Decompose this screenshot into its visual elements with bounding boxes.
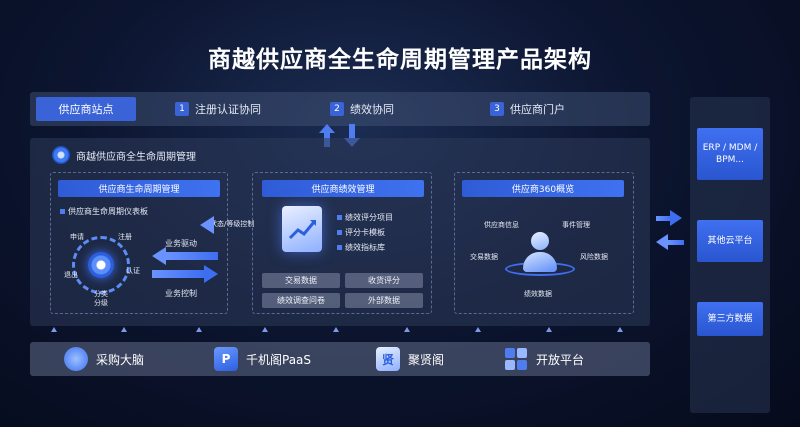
step-portal: 3 供应商门户 <box>490 101 565 117</box>
panel-heading: 商越供应商全生命周期管理 <box>52 146 196 164</box>
platform-label: 开放平台 <box>536 352 585 367</box>
overview-label: 供应商信息 <box>484 221 519 229</box>
business-control-label: 业务控制 <box>165 289 197 298</box>
status-control-label: 状态/等级控制 <box>210 220 255 228</box>
left-arrow-icon <box>200 216 214 234</box>
business-control-arrow <box>152 270 204 278</box>
overview-subpanel <box>454 172 634 314</box>
performance-item-label: 评分卡模板 <box>345 228 385 237</box>
data-source-box: 外部数据 <box>345 293 423 308</box>
step-number: 2 <box>330 102 344 116</box>
up-tick-icon <box>404 327 410 332</box>
lifecycle-cycle-ring <box>72 236 130 294</box>
data-source-box: 收货评分 <box>345 273 423 288</box>
performance-item-label: 绩效指标库 <box>345 243 385 252</box>
step-label: 绩效协同 <box>350 103 394 116</box>
right-arrow-icon <box>670 210 682 226</box>
step-label: 供应商门户 <box>510 103 565 116</box>
bullet-icon <box>337 230 342 235</box>
performance-item: 评分卡模板 <box>337 227 385 238</box>
step-number: 3 <box>490 102 504 116</box>
overview-label: 交易数据 <box>470 253 498 261</box>
data-source-box: 绩效调查问卷 <box>262 293 340 308</box>
business-drive-label: 业务驱动 <box>165 239 197 248</box>
cycle-stage: 申请 <box>70 233 84 241</box>
lifecycle-header: 供应商生命周期管理 <box>58 180 220 197</box>
lifecycle-subpanel <box>50 172 228 314</box>
platform-item-brain: 采购大脑 <box>64 344 144 374</box>
performance-subpanel <box>252 172 432 314</box>
up-tick-icon <box>121 327 127 332</box>
open-platform-icon <box>504 347 528 371</box>
up-tick-icon <box>196 327 202 332</box>
up-tick-icon <box>51 327 57 332</box>
third-party-data-box: 第三方数据 <box>697 302 763 336</box>
step-registration: 1 注册认证协同 <box>175 101 261 117</box>
up-tick-icon <box>262 327 268 332</box>
overview-label: 绩效数据 <box>524 290 552 298</box>
overview-label: 风险数据 <box>580 253 608 261</box>
up-tick-icon <box>617 327 623 332</box>
dashboard-label: 供应商生命周期仪表板 <box>68 207 148 216</box>
up-arrow-icon <box>319 124 335 133</box>
performance-header: 供应商绩效管理 <box>262 180 424 197</box>
overview-header: 供应商360概览 <box>462 180 624 197</box>
step-number: 1 <box>175 102 189 116</box>
platform-bar <box>30 342 650 376</box>
erp-mdm-box: ERP / MDM / BPM... <box>697 128 763 180</box>
platform-label: 聚贤阁 <box>408 352 445 367</box>
cycle-stage: 认证 <box>126 267 140 275</box>
juxian-icon: 贤 <box>376 347 400 371</box>
cycle-stage: 分类 <box>94 290 108 298</box>
right-connector <box>656 216 672 221</box>
left-arrow-icon <box>152 247 166 265</box>
platform-item-paas: P 千机阁PaaS <box>214 344 311 374</box>
chart-document-icon <box>282 206 322 252</box>
overview-label: 事件管理 <box>562 221 590 229</box>
data-source-box: 交易数据 <box>262 273 340 288</box>
panel-heading-label: 商越供应商全生命周期管理 <box>76 151 196 163</box>
supplier-avatar-body <box>523 252 557 272</box>
left-arrow-icon <box>656 234 668 250</box>
up-tick-icon <box>333 327 339 332</box>
gear-icon <box>52 146 70 164</box>
platform-label: 采购大脑 <box>96 352 145 367</box>
step-label: 注册认证协同 <box>195 103 261 116</box>
cycle-core-icon <box>88 252 114 278</box>
supplier-avatar-icon <box>531 232 549 250</box>
performance-item-label: 绩效评分项目 <box>345 213 393 222</box>
platform-label: 千机阁PaaS <box>246 352 312 367</box>
other-cloud-box: 其他云平台 <box>697 220 763 262</box>
step-performance: 2 绩效协同 <box>330 101 394 117</box>
dashboard-item: 供应商生命周期仪表板 <box>60 206 148 217</box>
left-connector <box>668 240 684 245</box>
performance-item: 绩效评分项目 <box>337 212 393 223</box>
brain-icon <box>64 347 88 371</box>
platform-item-open: 开放平台 <box>504 344 584 374</box>
cycle-stage: 分级 <box>94 299 108 307</box>
bullet-icon <box>337 215 342 220</box>
bullet-icon <box>337 245 342 250</box>
performance-item: 绩效指标库 <box>337 242 385 253</box>
supplier-site-tag: 供应商站点 <box>36 97 136 121</box>
platform-item-juxian: 贤 聚贤阁 <box>376 344 444 374</box>
up-tick-icon <box>475 327 481 332</box>
down-arrow-shaft <box>349 124 355 138</box>
cycle-stage: 注册 <box>118 233 132 241</box>
business-drive-arrow <box>166 252 218 260</box>
bullet-icon <box>60 209 65 214</box>
paas-icon: P <box>214 347 238 371</box>
right-arrow-icon <box>204 265 218 283</box>
cycle-stage: 退出 <box>64 271 78 279</box>
up-tick-icon <box>546 327 552 332</box>
page-title: 商越供应商全生命周期管理产品架构 <box>208 47 592 73</box>
